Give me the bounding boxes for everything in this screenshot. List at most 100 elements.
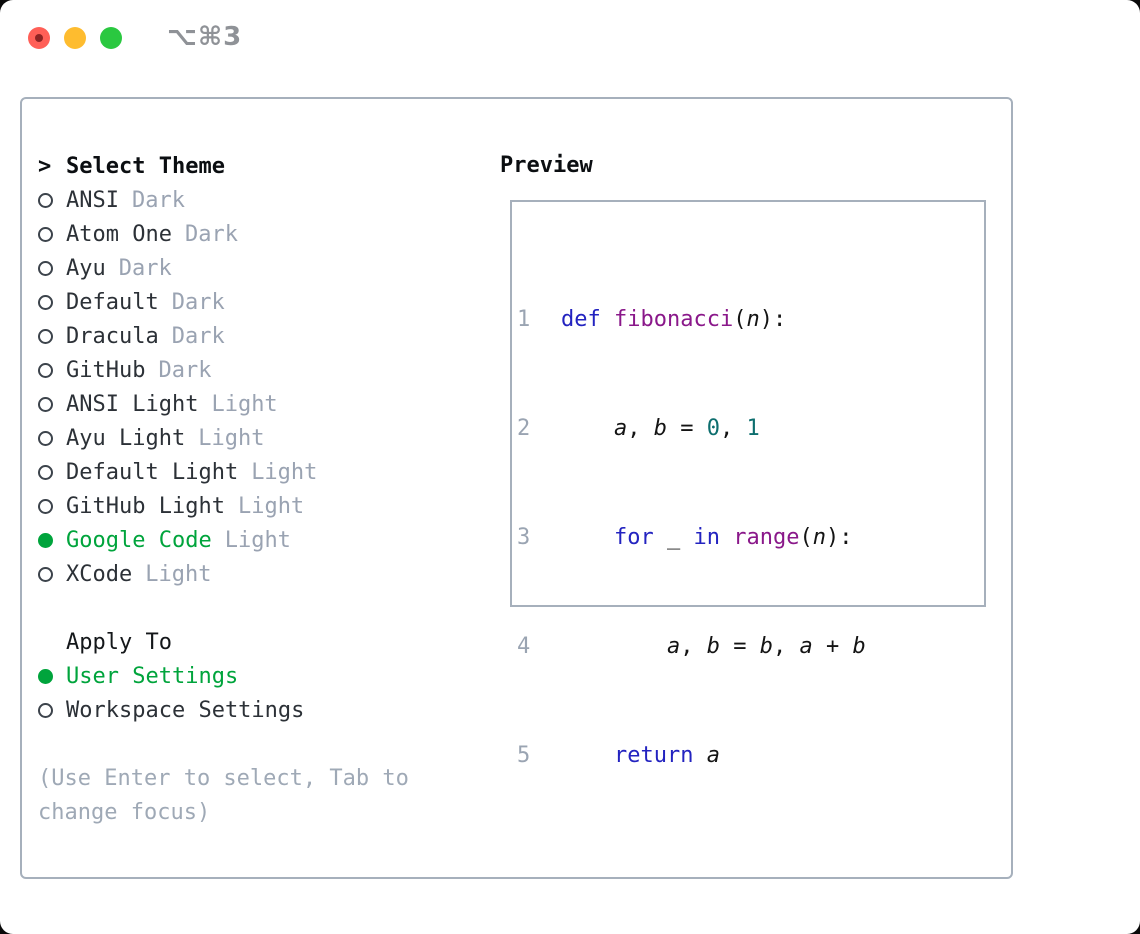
code-token: ,: [680, 634, 707, 659]
code-token: [561, 525, 614, 550]
select-theme-header: > Select Theme: [38, 149, 409, 183]
code-token: ,: [772, 634, 800, 659]
code-line-content: a, b = b, a + b: [561, 630, 866, 664]
zoom-button[interactable]: [100, 27, 122, 49]
code-token: [720, 525, 733, 550]
theme-name: Default Light: [66, 459, 239, 485]
line-number: 1: [517, 307, 531, 332]
minimize-button[interactable]: [64, 27, 86, 49]
theme-name: Ayu: [66, 255, 106, 281]
theme-variant-label: Light: [145, 561, 212, 587]
code-token: (: [733, 307, 747, 332]
code-token: for: [613, 525, 654, 550]
line-number: 5: [517, 743, 531, 768]
code-token: [561, 743, 614, 768]
theme-list-item[interactable]: Atom One Dark: [38, 217, 409, 251]
theme-list-item[interactable]: XCode Light: [38, 557, 409, 591]
theme-panel: > Select Theme ANSI Dark Atom One Dark A…: [38, 149, 409, 829]
code-token: a: [799, 634, 813, 659]
radio-icon: [38, 396, 53, 412]
line-number: 3: [517, 525, 531, 550]
cursor-icon: >: [38, 153, 52, 179]
code-token: ):: [759, 307, 787, 332]
code-line-content: a, b = 0, 1: [561, 412, 760, 446]
theme-variant-label: Light: [251, 459, 318, 485]
theme-variant-label: Dark: [118, 255, 172, 281]
theme-variant-label: Light: [198, 425, 265, 451]
theme-variant-label: Dark: [171, 289, 225, 315]
help-text-line-2: change focus): [38, 799, 211, 825]
theme-list-item[interactable]: GitHub Dark: [38, 353, 409, 387]
radio-icon: [38, 498, 53, 514]
radio-icon: [38, 294, 53, 310]
radio-icon: [38, 566, 53, 582]
theme-name: ANSI: [66, 187, 119, 213]
close-button[interactable]: [28, 27, 50, 49]
apply-to-option[interactable]: Workspace Settings: [38, 693, 409, 727]
theme-name: User Settings: [66, 663, 239, 689]
radio-icon: [38, 192, 53, 208]
code-token: =: [666, 416, 707, 441]
theme-list-item[interactable]: Dracula Dark: [38, 319, 409, 353]
code-line: 5 return a: [517, 739, 932, 773]
theme-list-item[interactable]: ANSI Light Light: [38, 387, 409, 421]
help-text-line-1: (Use Enter to select, Tab to: [38, 765, 409, 791]
code-token: a: [613, 416, 628, 441]
code-preview: 1 def fibonacci( n): 2 a, b = 0, 1 3 for …: [517, 253, 932, 934]
theme-list-item[interactable]: Default Light Light: [38, 455, 409, 489]
theme-list-item[interactable]: Default Dark: [38, 285, 409, 319]
code-token: [561, 416, 614, 441]
code-line: [517, 848, 932, 882]
theme-list-item[interactable]: Ayu Dark: [38, 251, 409, 285]
apply-to-options: User Settings Workspace Settings: [38, 659, 409, 727]
theme-list-item[interactable]: Google Code Light: [38, 523, 409, 557]
preview-pane: 1 def fibonacci( n): 2 a, b = 0, 1 3 for …: [510, 200, 986, 768]
code-token: [561, 634, 667, 659]
line-number: 2: [517, 416, 531, 441]
preview-title: Preview: [500, 153, 593, 178]
select-theme-title: Select Theme: [66, 153, 225, 179]
line-number: 4: [517, 634, 531, 659]
radio-icon: [38, 668, 53, 684]
code-token: return: [613, 743, 694, 768]
apply-to-title: Apply To: [66, 629, 172, 655]
code-token: def: [561, 307, 614, 332]
code-line: 2 a, b = 0, 1: [517, 412, 932, 446]
code-token: b: [653, 416, 667, 441]
apply-to-option[interactable]: User Settings: [38, 659, 409, 693]
code-token: range: [733, 525, 800, 550]
code-token: n: [812, 525, 826, 550]
spacer: [38, 591, 409, 625]
code-token: fibonacci: [613, 307, 734, 332]
code-token: b: [759, 634, 773, 659]
theme-list-item[interactable]: ANSI Dark: [38, 183, 409, 217]
radio-icon: [38, 430, 53, 446]
code-line: 4 a, b = b, a + b: [517, 630, 932, 664]
code-token: a: [666, 634, 681, 659]
theme-name: Google Code: [66, 527, 212, 553]
code-token: b: [706, 634, 720, 659]
theme-list-item[interactable]: Ayu Light Light: [38, 421, 409, 455]
theme-name: Dracula: [66, 323, 159, 349]
spacer: [38, 727, 409, 761]
code-token: a: [706, 743, 720, 768]
code-token: +: [812, 634, 853, 659]
code-token: [680, 525, 693, 550]
theme-variant-label: Dark: [171, 323, 225, 349]
theme-name: Default: [66, 289, 159, 315]
theme-variant-label: Dark: [131, 187, 185, 213]
code-token: _: [666, 525, 681, 550]
code-token: =: [719, 634, 760, 659]
code-line-content: for _ in range(n):: [561, 521, 852, 555]
code-token: ,: [627, 416, 654, 441]
theme-variant-label: Light: [224, 527, 291, 553]
code-token: ,: [719, 416, 747, 441]
radio-icon: [38, 226, 53, 242]
theme-variant-label: Light: [211, 391, 278, 417]
theme-list-item[interactable]: GitHub Light Light: [38, 489, 409, 523]
window-controls: [28, 27, 122, 49]
apply-to-header: Apply To: [38, 625, 409, 659]
window-title: ⌥⌘3: [167, 22, 243, 52]
